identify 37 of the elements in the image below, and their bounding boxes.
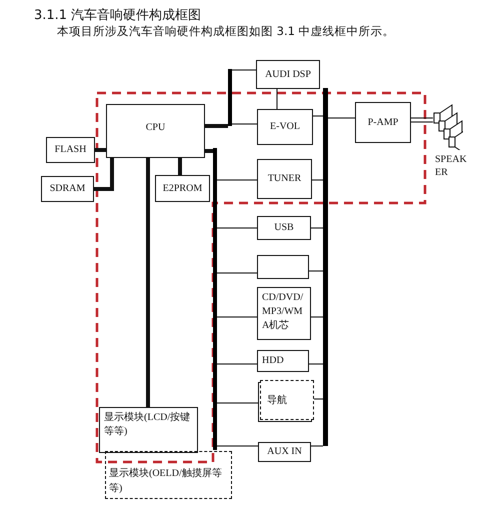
connector-line (94, 158, 114, 191)
device-box: USB (257, 216, 311, 240)
connector-line (308, 270, 324, 272)
device-box: E-VOL (257, 109, 313, 145)
connector-line (410, 118, 434, 122)
device-box: FLASH (46, 137, 95, 163)
connector-line (216, 272, 258, 274)
device-box: AUDI DSP (256, 60, 320, 89)
speaker-drawing (433, 104, 463, 150)
connector-line (178, 158, 182, 175)
device-box: AUX IN (258, 442, 311, 462)
bus-bar (228, 69, 232, 126)
connector-line (146, 158, 150, 407)
device-box: SDRAM (41, 176, 94, 202)
connector-line (95, 148, 106, 152)
bus-bar (323, 88, 328, 446)
device-box: TUNER (257, 159, 312, 199)
connector-line (276, 88, 278, 110)
device-box: HDD (257, 350, 309, 372)
device-box: E2PROM (155, 175, 210, 202)
speaker-label: SPEAKER (435, 153, 467, 179)
connector-line (310, 316, 324, 318)
connector-line (216, 316, 258, 318)
device-box: P-AMP (355, 102, 411, 143)
connector-line (205, 149, 213, 153)
connector-line (314, 398, 324, 400)
device-box: CPU (106, 104, 205, 158)
device-box: 显示模块(OELD/触摸屏等等) (105, 451, 232, 499)
device-box: 显示模块(LCD/按键等等) (99, 407, 198, 453)
bus-bar (213, 148, 217, 450)
device-box: 导航 (260, 380, 314, 420)
connector-line (216, 402, 260, 404)
device-box (257, 255, 309, 279)
connector-line (205, 124, 228, 128)
intro-text: 本项目所涉及汽车音响硬件构成框图如图 3.1 中虚线框中所示。 (57, 24, 395, 39)
device-box: CD/DVD/MP3/WMA机芯 (257, 287, 311, 340)
section-heading: 3.1.1 汽车音响硬件构成框图 (34, 7, 202, 24)
